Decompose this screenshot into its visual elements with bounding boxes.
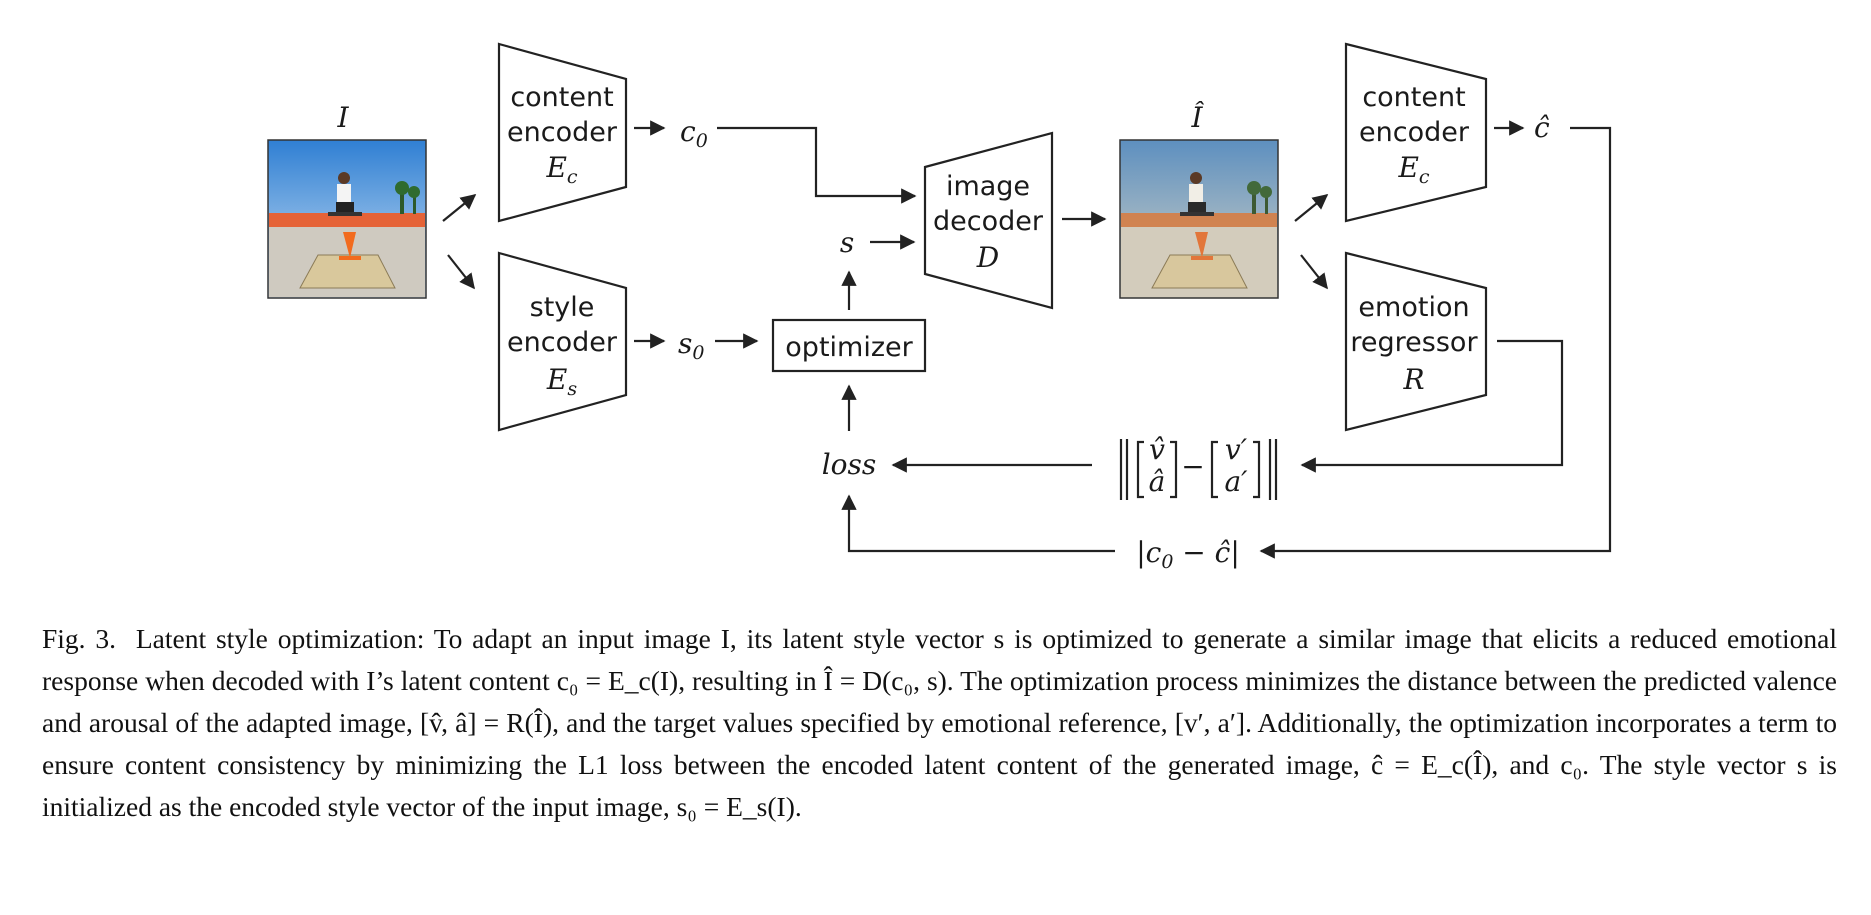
svg-text:encoder: encoder	[1359, 117, 1470, 148]
svg-text:style: style	[530, 292, 595, 323]
svg-text:v̂: v̂	[1149, 433, 1165, 466]
output-image-label: Î	[1190, 101, 1204, 134]
svg-text:encoder: encoder	[507, 327, 618, 358]
svg-text:image: image	[946, 171, 1030, 202]
svg-text:v′: v′	[1225, 433, 1248, 466]
svg-text:content: content	[1362, 82, 1465, 113]
svg-text:optimizer: optimizer	[785, 332, 913, 363]
svg-text:Ec: Ec	[1397, 151, 1429, 188]
svg-text:Es: Es	[546, 363, 577, 400]
optimizer-box: optimizer	[771, 318, 927, 373]
svg-text:encoder: encoder	[507, 117, 618, 148]
input-image-label: I	[336, 101, 349, 134]
svg-text:content: content	[510, 82, 613, 113]
svg-text:D: D	[976, 241, 999, 274]
svg-text:R: R	[1402, 363, 1424, 396]
svg-text:a′: a′	[1224, 465, 1248, 498]
svg-text:Ec: Ec	[545, 151, 577, 188]
figure-number: Fig. 3.	[42, 623, 117, 654]
s-label: s	[840, 226, 854, 259]
content-loss-term: |c0 − ĉ|	[1136, 536, 1240, 573]
svg-text:â: â	[1149, 465, 1166, 498]
emotion-regressor: emotion regressor R	[1344, 251, 1488, 432]
pipeline-diagram: I content encoder Ec c0 style encoder Es…	[267, 42, 1612, 573]
figure-caption: Fig. 3. Latent style optimization: To ad…	[42, 618, 1837, 828]
svg-text:decoder: decoder	[933, 206, 1044, 237]
output-photo	[1119, 139, 1279, 299]
svg-text:emotion: emotion	[1358, 292, 1469, 323]
svg-text:regressor: regressor	[1350, 327, 1478, 358]
content-encoder-right: content encoder Ec	[1344, 42, 1488, 223]
content-encoder-left: content encoder Ec	[497, 42, 628, 223]
caption-text: Latent style optimization: To adapt an i…	[42, 623, 1838, 822]
loss-label: loss	[822, 448, 877, 481]
input-photo	[267, 139, 427, 299]
image-decoder: image decoder D	[923, 131, 1054, 310]
s0-label: s0	[678, 327, 704, 364]
c-hat-label: ĉ	[1534, 111, 1550, 144]
style-encoder: style encoder Es	[497, 251, 628, 432]
emotion-loss-term: v̂ â − v′ a′	[1119, 433, 1278, 500]
c0-label: c0	[680, 115, 708, 152]
svg-text:−: −	[1181, 450, 1204, 483]
